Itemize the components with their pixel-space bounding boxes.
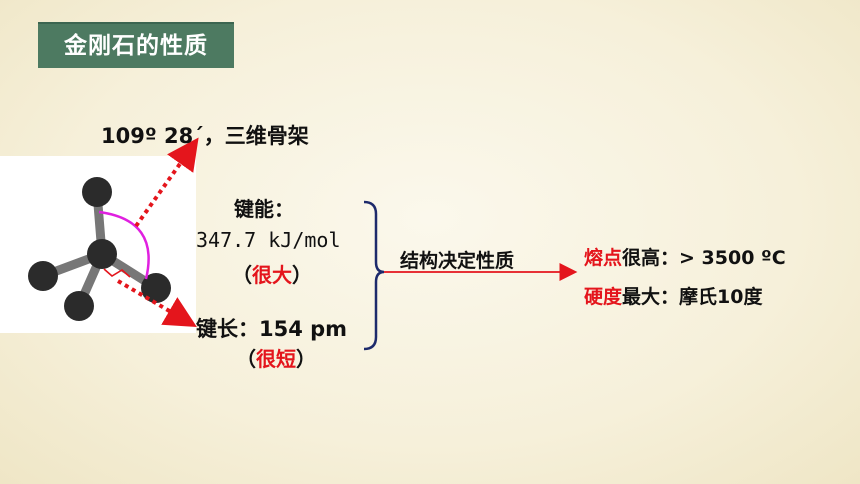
- hardness-key: 硬度: [584, 286, 623, 308]
- hardness-value: 最大：摩氏10度: [622, 286, 763, 308]
- structure-determines-properties: 结构决定性质: [400, 250, 515, 272]
- melting-point-value: 很高：> 3500 ºC: [622, 247, 786, 269]
- bond-length-label: 键长：154 pm: [196, 317, 348, 341]
- paren-close: ）: [292, 263, 312, 287]
- bond-length-bracket: [103, 268, 131, 278]
- molecule-atoms: [28, 177, 171, 321]
- paren-open: （: [236, 347, 256, 371]
- bond-length-note: （很短）: [236, 343, 316, 372]
- melting-point-key: 熔点: [584, 247, 623, 269]
- page-title: 金刚石的性质: [38, 22, 234, 68]
- angle-arrow: [134, 137, 199, 228]
- paren-open: （: [232, 263, 252, 287]
- hardness-line: 硬度最大：摩氏10度: [584, 282, 762, 309]
- bond-angle-arc: [98, 210, 150, 280]
- bond-energy-value: 347.7 kJ/mol: [196, 228, 341, 252]
- paren-close: ）: [296, 347, 316, 371]
- bond-angle-text: 109º 28´，三维骨架: [101, 124, 309, 148]
- melting-point-line: 熔点很高：> 3500 ºC: [584, 243, 786, 270]
- bond-energy-note: （很大）: [232, 259, 312, 288]
- bond-energy-label: 键能：: [234, 197, 294, 221]
- bond-length-emphasis: 很短: [256, 347, 296, 371]
- length-arrow: [116, 279, 197, 328]
- grouping-brace: [363, 200, 385, 351]
- bond-energy-emphasis: 很大: [252, 263, 292, 287]
